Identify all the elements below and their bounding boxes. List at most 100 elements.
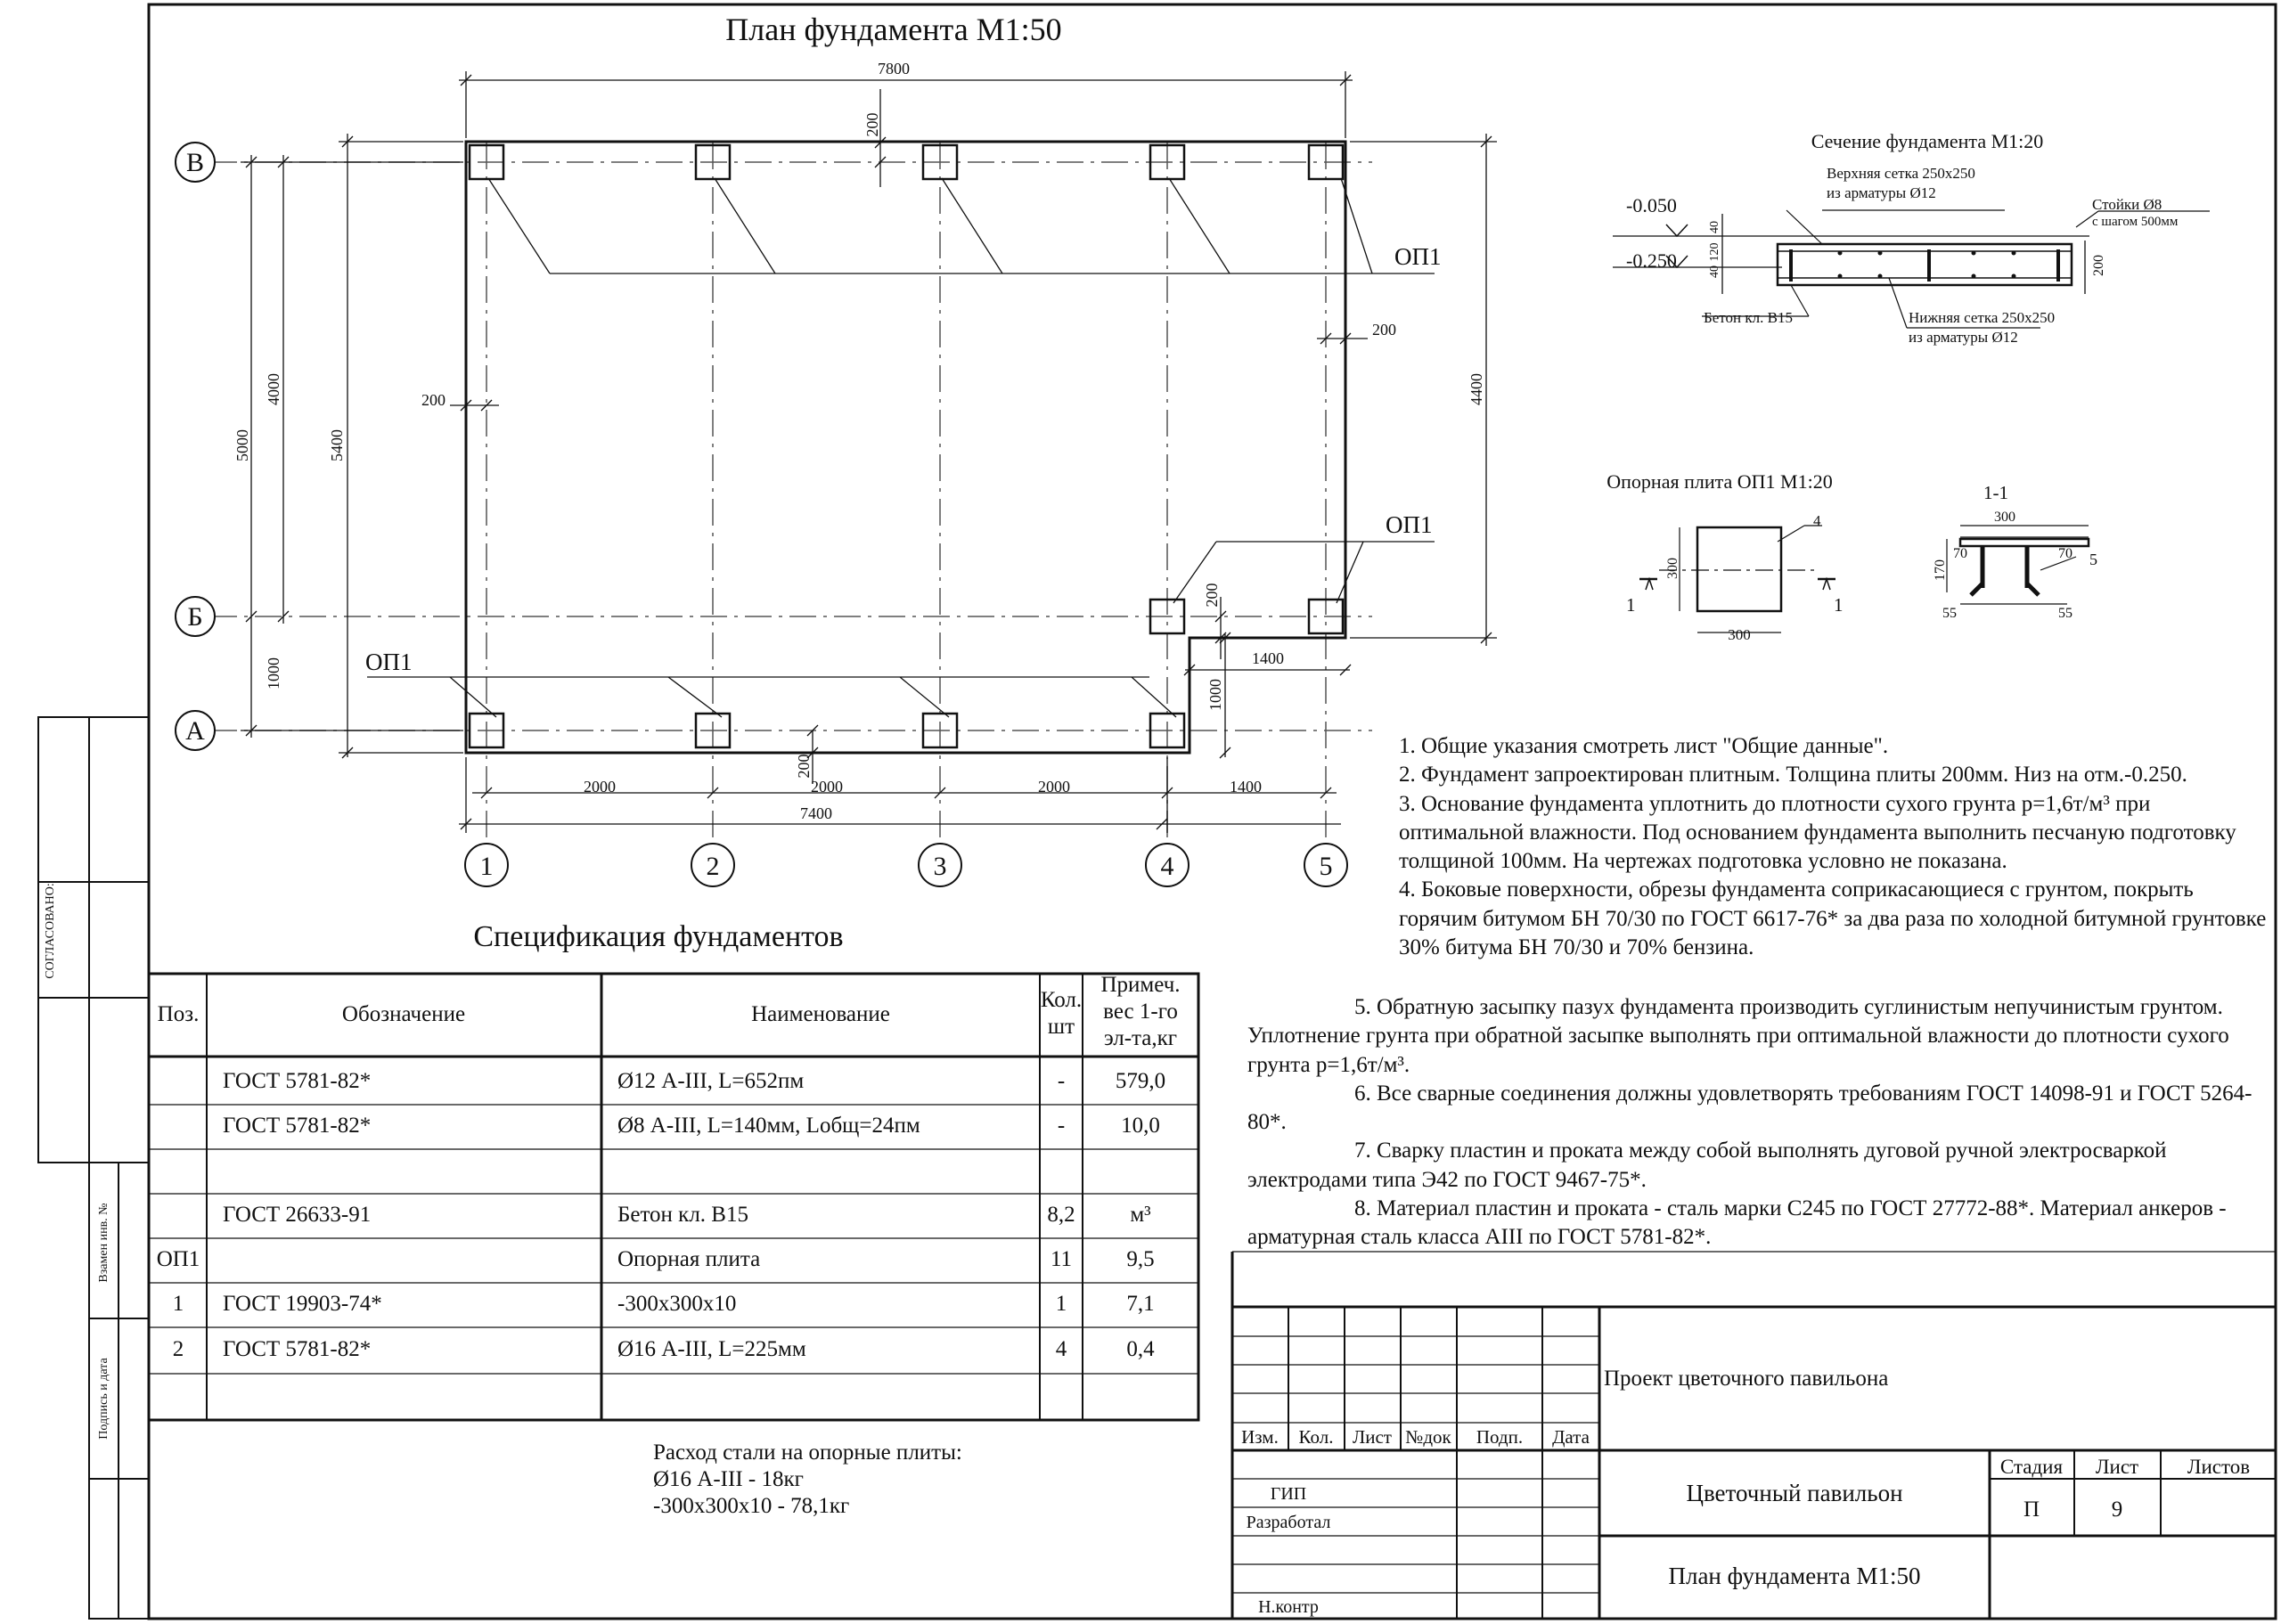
spec-cell: 2 xyxy=(173,1337,184,1361)
dim-left-4000: 4000 xyxy=(265,373,282,405)
tb-col-ndok: №док xyxy=(1405,1426,1451,1448)
op1-leaders xyxy=(367,177,1435,718)
dim-left-5000: 5000 xyxy=(233,429,251,461)
spec-h-note-2: вес 1-го xyxy=(1103,1000,1178,1024)
dim-right-offset: 200 xyxy=(1372,321,1396,339)
spec-cell: - xyxy=(1058,1114,1065,1138)
axis-bubble-5: 5 xyxy=(1320,852,1333,881)
dim-left-offset: 200 xyxy=(421,391,446,409)
spec-cell: ОП1 xyxy=(157,1247,200,1271)
dim-bottom-span-2: 2000 xyxy=(811,778,843,796)
tb-role-developer: Разработал xyxy=(1247,1513,1331,1532)
left-strip xyxy=(37,716,150,1620)
sec-dim-40a: 40 xyxy=(1708,221,1721,233)
tb-col-kol: Кол. xyxy=(1299,1426,1334,1448)
spec-cell: 0,4 xyxy=(1126,1337,1155,1361)
spec-cell: 11 xyxy=(1051,1247,1072,1271)
top-mesh-1: Верхняя сетка 250х250 xyxy=(1827,165,1975,182)
plate-b4 xyxy=(1149,143,1186,181)
plate-b1 xyxy=(468,143,505,181)
spec-cell: Ø8 А-III, L=140мм, Lобщ=24пм xyxy=(617,1114,920,1138)
axis-bubble-1: 1 xyxy=(480,852,494,881)
spec-h-note-3: эл-та,кг xyxy=(1104,1026,1177,1050)
dim-notch-1400: 1400 xyxy=(1252,649,1284,667)
bottom-mesh-1: Нижняя сетка 250х250 xyxy=(1909,309,2055,326)
plate-dim-300-v: 300 xyxy=(1665,558,1680,579)
spec-h-qty-1: Кол. xyxy=(1041,988,1082,1012)
op1-label-left: ОП1 xyxy=(365,649,413,675)
plate-dim-300-h: 300 xyxy=(1728,626,1751,643)
plan-title: План фундамента М1:50 xyxy=(725,12,1061,47)
plate-a2 xyxy=(694,712,732,749)
steel-usage-2: Ø16 А-III - 18кг xyxy=(653,1467,804,1491)
dim-right-4400: 4400 xyxy=(1468,373,1485,405)
spec-cell: Опорная плита xyxy=(617,1247,760,1271)
spec-cell: 1 xyxy=(173,1292,184,1316)
steel-usage-3: -300х300х10 - 78,1кг xyxy=(653,1494,849,1518)
tb-sheet-label: Лист xyxy=(2096,1456,2138,1478)
tb-col-izm: Изм. xyxy=(1241,1426,1279,1448)
posts-2: с шагом 500мм xyxy=(2092,215,2179,229)
plate-b3 xyxy=(921,143,959,181)
bottom-mesh-2: из арматуры Ø12 xyxy=(1909,329,2018,346)
plate-a1 xyxy=(468,712,505,749)
dim-bottom-span-1: 2000 xyxy=(584,778,616,796)
plate-s-5: 5 xyxy=(2089,551,2097,568)
spec-h-qty-2: шт xyxy=(1048,1015,1075,1039)
spec-cell: 10,0 xyxy=(1121,1114,1160,1138)
spec-cell: ГОСТ 5781-82* xyxy=(223,1069,371,1093)
dim-top-offset: 200 xyxy=(863,113,881,137)
tb-col-data: Дата xyxy=(1552,1426,1590,1448)
spec-h-pos: Поз. xyxy=(158,1002,200,1026)
tb-sheet: 9 xyxy=(2112,1498,2123,1522)
spec-cell: Ø12 А-III, L=652пм xyxy=(617,1069,804,1093)
plate-a3 xyxy=(921,712,959,749)
plate-drawing xyxy=(1639,525,2090,633)
sign-date-label: Подпись и дата xyxy=(97,1358,110,1440)
note-5: 5. Обратную засыпку пазух фундамента про… xyxy=(1247,995,2229,1077)
plate-section-title: 1-1 xyxy=(1983,482,2008,503)
note-3: 3. Основание фундамента уплотнить до пло… xyxy=(1399,791,2236,874)
section-rebars xyxy=(1837,250,2016,279)
spec-h-note-1: Примеч. xyxy=(1100,973,1180,997)
plate-b2 xyxy=(694,143,732,181)
dim-bottom-span-4: 1400 xyxy=(1230,778,1262,796)
spec-cell: 579,0 xyxy=(1116,1069,1165,1093)
spec-cell: ГОСТ 5781-82* xyxy=(223,1114,371,1138)
plate-b7 xyxy=(1307,598,1345,635)
section-title: Сечение фундамента М1:20 xyxy=(1811,130,2044,152)
steel-usage-1: Расход стали на опорные плиты: xyxy=(653,1440,962,1465)
plate-s-70b: 70 xyxy=(2058,546,2073,561)
dim-bottom-overall: 7400 xyxy=(800,804,832,822)
level-bottom: -0.250 xyxy=(1626,249,1677,272)
spec-cell: 8,2 xyxy=(1047,1203,1075,1227)
tb-role-gip: ГИП xyxy=(1271,1484,1306,1504)
op1-label-right: ОП1 xyxy=(1386,511,1433,538)
note-6: 6. Все сварные соединения должны удовлет… xyxy=(1247,1081,2252,1135)
plate-pos-4: 4 xyxy=(1813,512,1821,529)
dim-top-overall: 7800 xyxy=(878,60,910,78)
tb-project: Проект цветочного павильона xyxy=(1604,1367,1888,1391)
tb-sheet-name: План фундамента М1:50 xyxy=(1668,1563,1920,1589)
plate-s-70a: 70 xyxy=(1953,546,1967,561)
agreed-label: СОГЛАСОВАНО: xyxy=(44,883,57,979)
axis-number-bubbles xyxy=(464,843,1348,887)
spec-title: Спецификация фундаментов xyxy=(473,920,843,953)
note-2: 2. Фундамент запроектирован плитным. Тол… xyxy=(1399,763,2187,788)
axis-bubble-3: 3 xyxy=(934,852,947,881)
sec-dim-200: 200 xyxy=(2091,255,2106,276)
dim-bottom-offset: 200 xyxy=(795,755,813,779)
spec-h-designation: Обозначение xyxy=(342,1002,465,1026)
plate-b5 xyxy=(1307,143,1345,181)
spec-cell: 4 xyxy=(1056,1337,1067,1361)
spec-cell: 9,5 xyxy=(1126,1247,1154,1271)
spec-cell: 1 xyxy=(1056,1292,1067,1316)
note-8: 8. Материал пластин и проката - сталь ма… xyxy=(1247,1196,2227,1250)
tb-col-list: Лист xyxy=(1353,1426,1392,1448)
tb-stage-label: Стадия xyxy=(2000,1456,2064,1478)
section-drawing xyxy=(1613,209,2210,329)
plate-s-170: 170 xyxy=(1933,559,1948,581)
tb-sheets-label: Листов xyxy=(2187,1456,2250,1478)
dim-notch-200: 200 xyxy=(1203,583,1221,608)
